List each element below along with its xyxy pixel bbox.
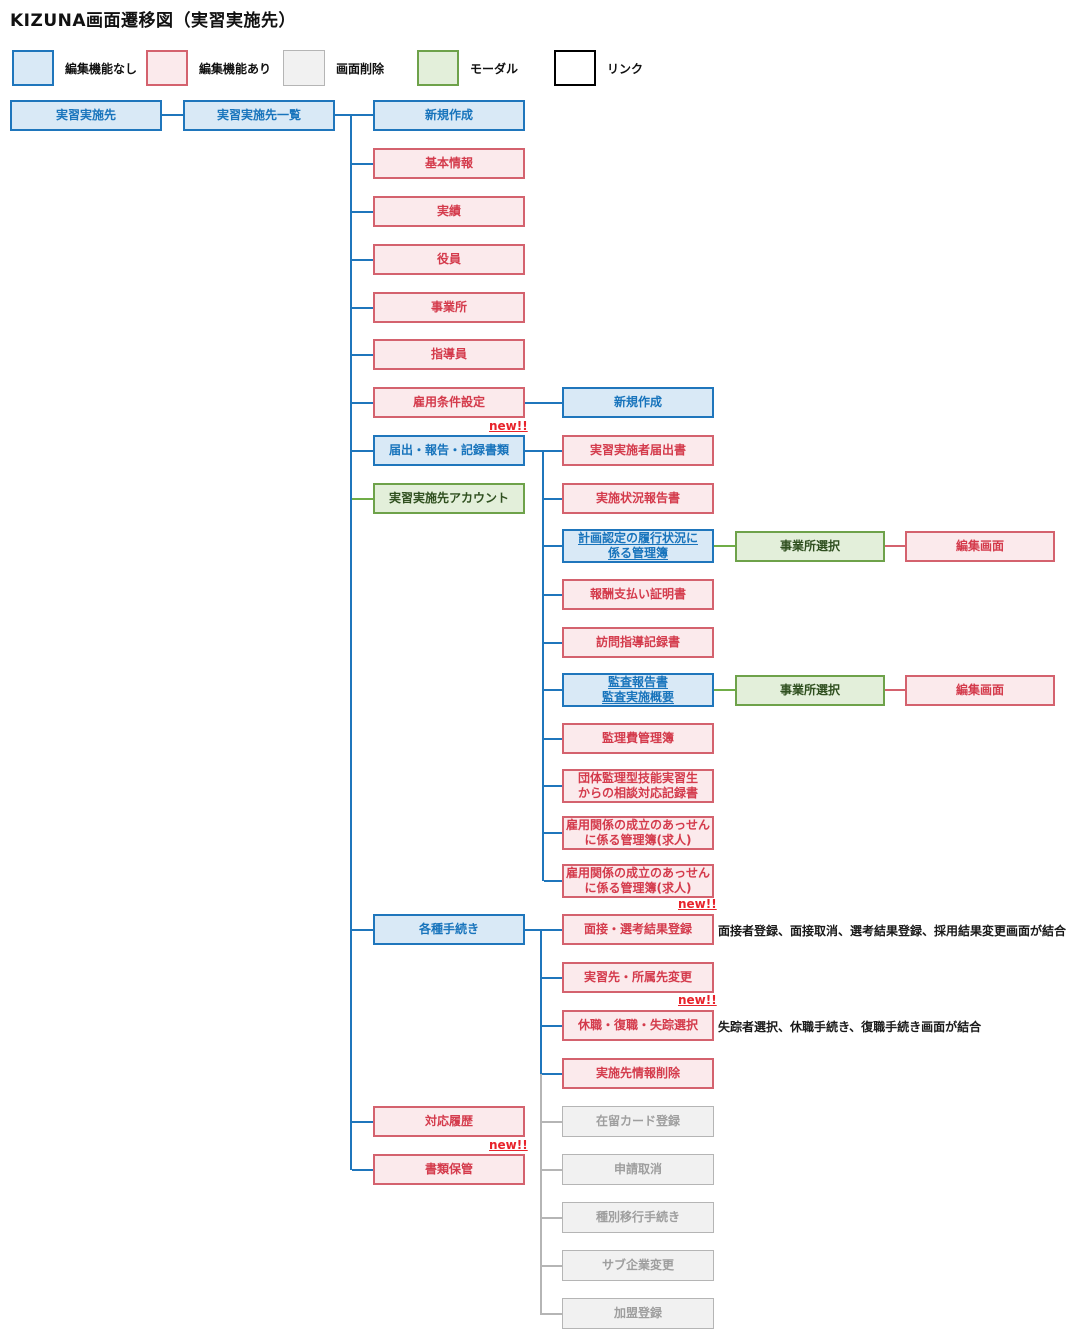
node-office-select-audit: 事業所選択 [735, 675, 885, 706]
node-supervision-fee-ledger: 監理費管理簿 [562, 723, 714, 754]
connector-horizontal [352, 259, 373, 261]
connector-horizontal [542, 1265, 562, 1267]
node-basic-info: 基本情報 [373, 148, 525, 179]
connector-vertical [540, 1074, 542, 1315]
node-implementation-status-report: 実施状況報告書 [562, 483, 714, 514]
node-employment-conditions: 雇用条件設定 [373, 387, 525, 418]
node-instructors: 指導員 [373, 339, 525, 370]
connector-horizontal [525, 402, 562, 404]
node-interview-selection-result: 面接・選考結果登録 [562, 914, 714, 945]
connector-horizontal [352, 929, 373, 931]
legend-label: 編集機能なし [65, 61, 138, 76]
node-plan-certification-ledger: 計画認定の履行状況に 係る管理簿 [562, 529, 714, 563]
node-trainee-notification-form: 実習実施者届出書 [562, 435, 714, 466]
legend-swatch-editable [146, 50, 188, 86]
connector-horizontal [544, 545, 562, 547]
connector-horizontal [544, 785, 562, 787]
new-badge: new!! [678, 897, 717, 911]
node-create-new: 新規作成 [373, 100, 525, 131]
node-remuneration-certificate: 報酬支払い証明書 [562, 579, 714, 610]
connector-horizontal [352, 450, 373, 452]
connector-horizontal [885, 545, 905, 547]
connector-vertical [540, 929, 542, 1074]
connector-horizontal [542, 977, 562, 979]
legend-label: 画面削除 [336, 61, 385, 76]
node-edit-screen-plan: 編集画面 [905, 531, 1055, 562]
connector-horizontal [352, 354, 373, 356]
connector-horizontal [544, 880, 562, 882]
connector-horizontal [352, 1169, 373, 1171]
connector-horizontal [352, 163, 373, 165]
node-type-transfer-procedure: 種別移行手続き [562, 1202, 714, 1233]
node-leave-return-missing-select: 休職・復職・失踪選択 [562, 1010, 714, 1041]
page-title: KIZUNA画面遷移図（実習実施先） [10, 11, 297, 31]
connector-horizontal [544, 689, 562, 691]
connector-horizontal [714, 545, 735, 547]
connector-horizontal [525, 929, 562, 931]
connector-horizontal [544, 738, 562, 740]
connector-horizontal [714, 689, 735, 691]
connector-horizontal [352, 211, 373, 213]
connector-horizontal [544, 498, 562, 500]
node-training-site-list: 実習実施先一覧 [183, 100, 335, 131]
connector-horizontal [542, 1313, 562, 1315]
connector-horizontal [162, 114, 183, 116]
node-results: 実績 [373, 196, 525, 227]
node-document-storage: 書類保管 [373, 1154, 525, 1185]
connector-horizontal [542, 1169, 562, 1171]
node-employment-ledger-2: 雇用関係の成立のあっせん に係る管理簿(求人) [562, 864, 714, 898]
node-office-select-plan: 事業所選択 [735, 531, 885, 562]
node-application-cancel: 申請取消 [562, 1154, 714, 1185]
node-training-site-account: 実習実施先アカウント [373, 483, 525, 514]
connector-horizontal [885, 689, 905, 691]
node-officers: 役員 [373, 244, 525, 275]
connector-horizontal [542, 1025, 562, 1027]
node-training-site: 実習実施先 [10, 100, 162, 131]
connector-horizontal [542, 1217, 562, 1219]
new-badge: new!! [489, 1138, 528, 1152]
node-consultation-record: 団体監理型技能実習生 からの相談対応記録書 [562, 769, 714, 803]
node-response-history: 対応履歴 [373, 1106, 525, 1137]
legend-swatch-deleted [283, 50, 325, 86]
node-offices: 事業所 [373, 292, 525, 323]
connector-horizontal [544, 832, 562, 834]
node-visit-guidance-record: 訪問指導記録書 [562, 627, 714, 658]
node-audit-report: 監査報告書 監査実施概要 [562, 673, 714, 707]
new-badge: new!! [489, 419, 528, 433]
legend-label: 編集機能あり [199, 61, 272, 76]
node-employment-ledger-1: 雇用関係の成立のあっせん に係る管理簿(求人) [562, 816, 714, 850]
connector-horizontal [542, 1121, 562, 1123]
connector-horizontal [544, 642, 562, 644]
merge-note: 面接者登録、面接取消、選考結果登録、採用結果変更画面が結合 [718, 924, 1067, 938]
node-notifications-reports-records: 届出・報告・記録書類 [373, 435, 525, 466]
node-edit-screen-audit: 編集画面 [905, 675, 1055, 706]
connector-horizontal [335, 114, 373, 116]
merge-note: 失踪者選択、休職手続き、復職手続き画面が結合 [718, 1020, 982, 1034]
legend-label: モーダル [470, 61, 519, 76]
connector-vertical [542, 450, 544, 881]
connector-horizontal [542, 1073, 562, 1075]
connector-horizontal [544, 594, 562, 596]
connector-horizontal [352, 1121, 373, 1123]
connector-vertical [350, 114, 352, 1170]
connector-horizontal [352, 498, 373, 500]
node-various-procedures: 各種手続き [373, 914, 525, 945]
legend-swatch-no-edit [12, 50, 54, 86]
connector-horizontal [352, 402, 373, 404]
node-membership-registration: 加盟登録 [562, 1298, 714, 1329]
legend-swatch-link [554, 50, 596, 86]
node-residence-card-registration: 在留カード登録 [562, 1106, 714, 1137]
node-create-new-employment: 新規作成 [562, 387, 714, 418]
node-site-info-delete: 実施先情報削除 [562, 1058, 714, 1089]
legend-label: リンク [607, 61, 644, 76]
connector-horizontal [352, 307, 373, 309]
node-training-site-change: 実習先・所属先変更 [562, 962, 714, 993]
new-badge: new!! [678, 993, 717, 1007]
legend-swatch-modal [417, 50, 459, 86]
node-sub-company-change: サブ企業変更 [562, 1250, 714, 1281]
